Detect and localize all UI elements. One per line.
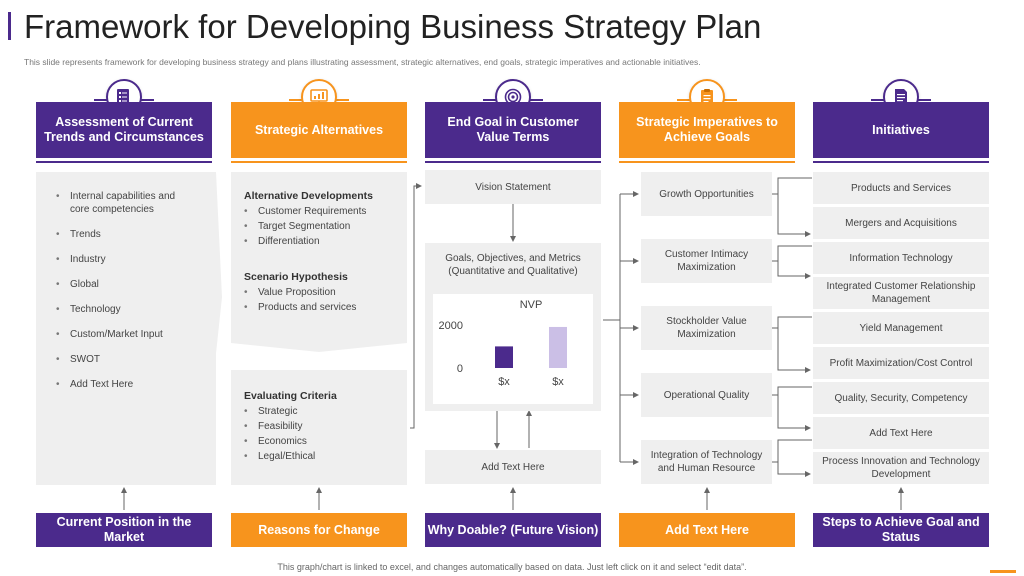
initiative-item: Products and Services [813,172,989,204]
page-title: Framework for Developing Business Strate… [24,8,762,45]
list-item: Products and services [244,301,404,314]
imperative-item: Stockholder Value Maximization [641,306,772,350]
initiative-item: Profit Maximization/Cost Control [813,347,989,379]
section-title: Evaluating Criteria [244,390,337,402]
section-title: Scenario Hypothesis [244,271,348,283]
x-tick-label: $x [498,376,510,388]
list-item: Legal/Ethical [244,450,404,463]
list-item: Industry [56,253,196,266]
imperative-item: Operational Quality [641,373,772,417]
assessment-list: Internal capabilities and core competenc… [56,190,196,403]
initiative-item: Add Text Here [813,417,989,449]
header-strategic-alternatives: Strategic Alternatives [231,102,407,158]
bottom-add-text: Add Text Here [619,513,795,547]
footer-accent-bar [990,570,1016,573]
list-item: Value Proposition [244,286,404,299]
initiative-item: Process Innovation and Technology Develo… [813,452,989,484]
title-accent-bar [8,12,11,40]
list-item: Internal capabilities and core competenc… [56,190,196,216]
initiative-item: Integrated Customer Relationship Managem… [813,277,989,309]
vision-statement: Vision Statement [425,170,601,204]
initiative-item: Mergers and Acquisitions [813,207,989,239]
header-underline [425,161,601,163]
bottom-steps-to-achieve: Steps to Achieve Goal and Status [813,513,989,547]
chart-title: NVP [520,299,543,311]
list-item: Differentiation [244,235,404,248]
list-item: Custom/Market Input [56,328,196,341]
bottom-reasons-for-change: Reasons for Change [231,513,407,547]
header-strategic-imperatives: Strategic Imperatives to Achieve Goals [619,102,795,158]
header-end-goal: End Goal in Customer Value Terms [425,102,601,158]
imperative-item: Customer Intimacy Maximization [641,239,772,283]
section-title: Alternative Developments [244,190,373,202]
nvp-chart-area: NVP 0 2000 $x $x [433,294,593,404]
chart-bar [495,346,513,368]
imperative-item: Integration of Technology and Human Reso… [641,440,772,484]
x-tick-label: $x [552,376,564,388]
imperative-item: Growth Opportunities [641,172,772,216]
header-underline [813,161,989,163]
initiative-item: Yield Management [813,312,989,344]
header-underline [36,161,212,163]
header-underline [619,161,795,163]
list-item: Strategic [244,405,404,418]
scenario-hypothesis-section: Scenario Hypothesis Value Proposition Pr… [244,271,404,316]
list-item: Feasibility [244,420,404,433]
header-assessment: Assessment of Current Trends and Circums… [36,102,212,158]
page-subtitle: This slide represents framework for deve… [24,57,701,67]
list-item: Customer Requirements [244,205,404,218]
alternative-developments-section: Alternative Developments Customer Requir… [244,190,404,250]
bottom-why-doable: Why Doable? (Future Vision) [425,513,601,547]
y-tick-label: 2000 [439,320,463,332]
footer-note: This graph/chart is linked to excel, and… [277,562,747,572]
initiative-item: Quality, Security, Competency [813,382,989,414]
list-item: SWOT [56,353,196,366]
nvp-chart: NVP 0 2000 $x $x [439,299,567,388]
bottom-current-position: Current Position in the Market [36,513,212,547]
end-goal-add-text: Add Text Here [425,450,601,484]
y-tick-label: 0 [457,363,463,375]
list-item: Global [56,278,196,291]
list-item: Trends [56,228,196,241]
list-item: Add Text Here [56,378,196,391]
chart-bar [549,326,567,368]
goals-text: Goals, Objectives, and Metrics (Quantita… [445,253,581,277]
header-underline [231,161,407,163]
alternatives-panel-top [231,172,407,352]
initiative-item: Information Technology [813,242,989,274]
list-item: Target Segmentation [244,220,404,233]
list-item: Economics [244,435,404,448]
header-initiatives: Initiatives [813,102,989,158]
evaluating-criteria-section: Evaluating Criteria Strategic Feasibilit… [244,390,404,465]
list-item: Technology [56,303,196,316]
